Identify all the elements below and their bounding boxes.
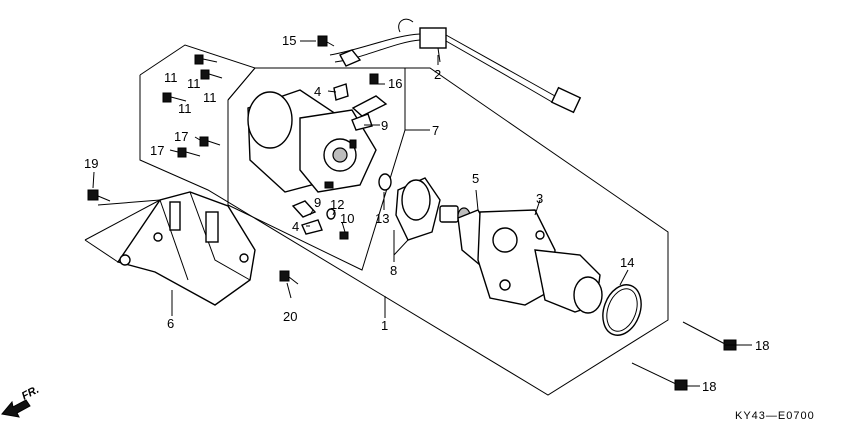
bolt-20 <box>279 270 299 285</box>
callout-5: 5 <box>472 171 479 186</box>
brush-set-lower <box>291 200 349 240</box>
callout-9a: 9 <box>381 118 388 133</box>
callout-18a: 18 <box>755 338 769 353</box>
figure-code: KY43—E0700 <box>735 410 815 422</box>
callout-9b: 9 <box>314 195 321 210</box>
callout-8: 8 <box>390 263 397 278</box>
callout-11b: 11 <box>187 76 201 91</box>
front-direction-label: FR. <box>20 384 41 403</box>
wire-harness <box>329 18 582 114</box>
brush-set-upper <box>333 73 388 131</box>
callout-labels: 1 2 3 4 4 5 6 7 8 9 9 10 11 11 11 11 12 … <box>84 33 769 394</box>
callout-20: 20 <box>283 309 297 324</box>
callout-11a: 11 <box>164 70 178 85</box>
callout-17b: 17 <box>150 143 164 158</box>
callout-19: 19 <box>84 156 98 171</box>
callout-11d: 11 <box>178 101 192 116</box>
cover-plate <box>84 191 256 306</box>
callout-4b: 4 <box>292 219 299 234</box>
starter-motor <box>247 89 377 193</box>
leader-lines <box>92 40 752 387</box>
bolt-19 <box>87 189 111 202</box>
front-arrow-icon <box>1 399 31 418</box>
o-ring <box>602 284 642 336</box>
callout-16: 16 <box>388 76 402 91</box>
callout-15: 15 <box>282 33 296 48</box>
callout-10: 10 <box>340 211 354 226</box>
callout-2: 2 <box>434 67 441 82</box>
bolts-11 <box>162 54 223 103</box>
callout-4a: 4 <box>314 84 321 99</box>
reduction-housing <box>477 209 603 314</box>
front-direction-indicator: FR. <box>1 384 41 418</box>
callout-11c: 11 <box>203 90 217 105</box>
callout-18b: 18 <box>702 379 716 394</box>
callout-1: 1 <box>381 318 388 333</box>
callout-3: 3 <box>536 191 543 206</box>
bolt-15 <box>317 35 335 47</box>
callout-17a: 17 <box>174 129 188 144</box>
callout-12: 12 <box>330 197 344 212</box>
callout-13: 13 <box>375 211 389 226</box>
callout-14: 14 <box>620 255 634 270</box>
drive-gear-assembly <box>378 173 471 241</box>
callout-7: 7 <box>432 123 439 138</box>
callout-6: 6 <box>167 316 174 331</box>
bolts-17 <box>177 136 221 158</box>
